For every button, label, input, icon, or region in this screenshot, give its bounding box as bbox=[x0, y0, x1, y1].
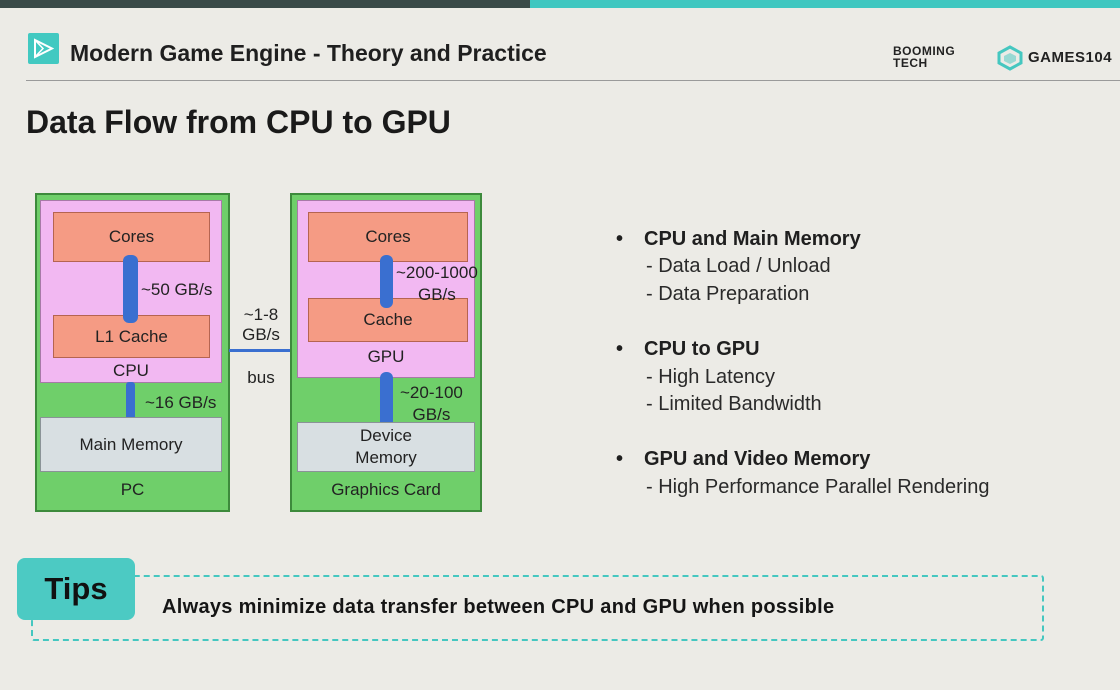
gpu-memory-bandwidth-unit: GB/s bbox=[412, 405, 451, 424]
pc-label: PC bbox=[120, 480, 145, 499]
booming-logo-line1: BOOMING bbox=[893, 44, 956, 58]
device-memory-label-line1: Device bbox=[360, 426, 412, 445]
slide-title: Data Flow from CPU to GPU bbox=[26, 104, 451, 140]
bus-bandwidth: ~1-8 GB/s bbox=[232, 305, 290, 345]
bullet-item: - Data Preparation bbox=[646, 283, 810, 305]
games104-logo: GAMES104 bbox=[1028, 49, 1113, 66]
gpu-cores-box: Cores bbox=[308, 212, 468, 262]
bus-bandwidth-value: ~1-8 bbox=[243, 305, 279, 324]
cores-cache-connector bbox=[123, 255, 138, 323]
tips-text: Always minimize data transfer between CP… bbox=[162, 596, 835, 618]
header-divider bbox=[26, 80, 1120, 81]
bullet-heading-gpu-video-memory-text: GPU and Video Memory bbox=[644, 448, 871, 470]
gpu-label: GPU bbox=[367, 347, 405, 366]
device-memory-label-line2: Memory bbox=[355, 448, 417, 467]
course-logo-icon bbox=[28, 33, 59, 64]
bullet-heading-cpu-memory-text: CPU and Main Memory bbox=[644, 228, 861, 250]
gpu-cores-cache-bandwidth-unit: GB/s bbox=[417, 285, 456, 304]
cores-l1-bandwidth: ~50 GB/s bbox=[141, 280, 213, 299]
games104-logo-icon bbox=[997, 45, 1023, 71]
gpu-memory-connector bbox=[380, 372, 393, 430]
cpu-cores-box: Cores bbox=[53, 212, 210, 262]
main-memory-box: Main Memory bbox=[40, 417, 222, 472]
main-memory-label: Main Memory bbox=[79, 434, 183, 454]
booming-logo-line2: TECH bbox=[893, 56, 928, 70]
bullet-item: - High Performance Parallel Rendering bbox=[646, 476, 990, 498]
bullet-heading-cpu-gpu: CPU to GPU bbox=[616, 338, 760, 361]
bus-line bbox=[229, 349, 292, 352]
bus-label: bus bbox=[247, 368, 275, 387]
graphics-card-label: Graphics Card bbox=[331, 480, 441, 499]
cpu-cores-label: Cores bbox=[108, 227, 155, 246]
device-memory-box: Device Memory bbox=[297, 422, 475, 472]
top-bar-dark bbox=[0, 0, 530, 8]
bullet-item: - Data Load / Unload bbox=[646, 255, 831, 277]
gpu-cache-label: Cache bbox=[363, 310, 413, 329]
bullet-heading-cpu-memory: CPU and Main Memory bbox=[616, 228, 861, 251]
cpu-memory-connector bbox=[126, 382, 135, 422]
gpu-cores-cache-bandwidth-value: ~200-1000 bbox=[396, 263, 478, 282]
tips-badge: Tips bbox=[17, 558, 135, 620]
cpu-label: CPU bbox=[113, 361, 149, 380]
course-title: Modern Game Engine - Theory and Practice bbox=[70, 40, 547, 66]
l1-cache-label: L1 Cache bbox=[95, 326, 168, 346]
booming-tech-logo: BOOMING TECH bbox=[893, 45, 955, 69]
bullet-heading-cpu-gpu-text: CPU to GPU bbox=[644, 338, 760, 360]
gpu-memory-bandwidth: ~20-100 GB/s bbox=[400, 382, 463, 426]
cpu-memory-bandwidth: ~16 GB/s bbox=[145, 393, 217, 412]
bullet-item: - High Latency bbox=[646, 366, 775, 388]
gpu-cores-label: Cores bbox=[365, 227, 411, 246]
gpu-memory-bandwidth-value: ~20-100 bbox=[400, 383, 463, 402]
gpu-cores-cache-connector bbox=[380, 255, 393, 308]
top-bar-accent bbox=[530, 0, 1120, 8]
bullet-heading-gpu-video-memory: GPU and Video Memory bbox=[616, 448, 871, 471]
bullet-item: - Limited Bandwidth bbox=[646, 393, 822, 415]
gpu-cores-cache-bandwidth: ~200-1000 GB/s bbox=[396, 262, 478, 306]
bus-bandwidth-unit: GB/s bbox=[242, 325, 280, 344]
